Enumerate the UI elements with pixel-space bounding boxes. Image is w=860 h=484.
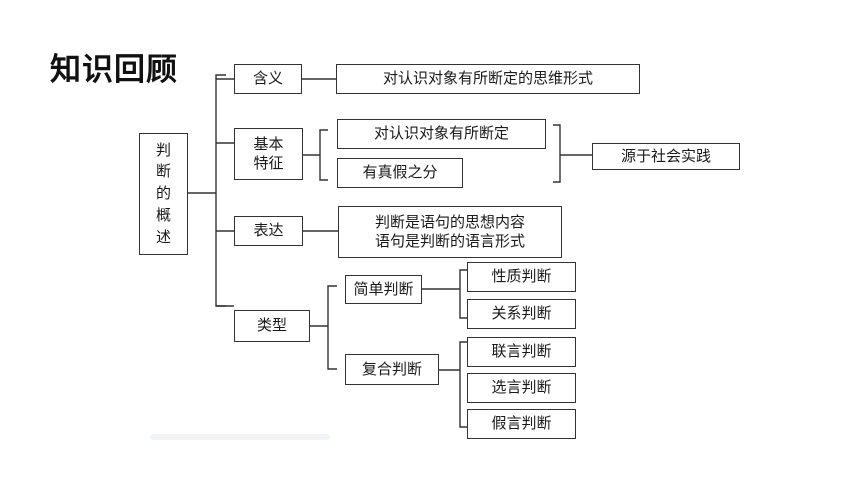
root-char: 判: [155, 140, 171, 159]
compound-judgment-box: 复合判断: [345, 354, 439, 385]
concept-root-box: 判 断 的 概 述: [139, 133, 188, 255]
types-label: 类型: [234, 310, 310, 342]
decorative-strip: [150, 434, 330, 440]
source-box: 源于社会实践: [592, 143, 740, 170]
root-char: 的: [155, 184, 171, 203]
root-char: 概: [155, 205, 171, 224]
compound-type-item: 假言判断: [467, 409, 576, 439]
expression-label: 表达: [234, 216, 303, 246]
meaning-desc: 对认识对象有所断定的思维形式: [336, 64, 640, 94]
feature-item: 有真假之分: [337, 158, 463, 188]
compound-type-item: 选言判断: [467, 373, 576, 403]
root-char: 断: [155, 162, 171, 181]
expression-desc-line: 语句是判断的语言形式: [374, 232, 525, 250]
simple-type-item: 关系判断: [467, 299, 576, 329]
root-char: 述: [155, 227, 171, 246]
features-label-line: 基本: [253, 134, 284, 153]
page-title: 知识回顾: [50, 52, 178, 88]
compound-type-item: 联言判断: [467, 337, 576, 367]
feature-item: 对认识对象有所断定: [337, 119, 546, 149]
expression-desc: 判断是语句的思想内容 语句是判断的语言形式: [338, 206, 562, 258]
meaning-label: 含义: [234, 64, 302, 94]
features-label-line: 特征: [253, 154, 284, 172]
expression-desc-line: 判断是语句的思想内容: [374, 212, 525, 231]
simple-type-item: 性质判断: [467, 262, 576, 292]
simple-judgment-box: 简单判断: [345, 275, 422, 304]
features-label: 基本 特征: [234, 128, 303, 180]
